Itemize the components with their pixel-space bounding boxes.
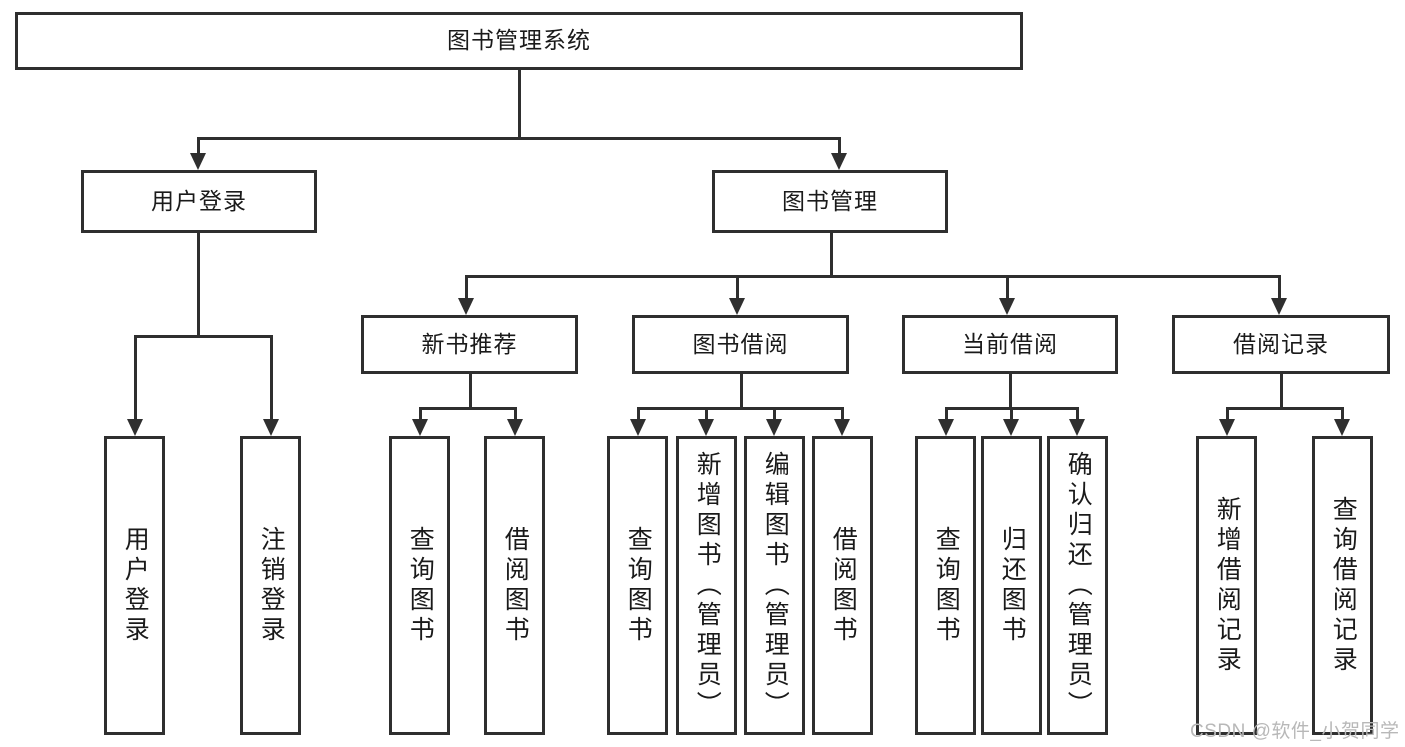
conn-tsjy-leaf0-arrowhead [630, 419, 646, 436]
node-label: 归还图书 [998, 525, 1027, 646]
node-leaf-7[interactable]: 借阅图书 [812, 436, 873, 735]
conn-jyjl-stem [1280, 374, 1283, 407]
node-leaf-6[interactable]: 编辑图书（管理员） [744, 436, 805, 735]
node-leaf-8[interactable]: 查询图书 [915, 436, 976, 735]
conn-nsg-leaf0-arrowhead [412, 419, 428, 436]
node-label: 用户登录 [151, 187, 247, 214]
conn-mgmt-child2-arrowhead [999, 298, 1015, 315]
node-leaf-4[interactable]: 查询图书 [607, 436, 668, 735]
node-label: 借阅图书 [501, 525, 530, 646]
node-level3-2[interactable]: 当前借阅 [902, 315, 1118, 374]
node-root-system[interactable]: 图书管理系统 [15, 12, 1023, 70]
conn-dqjy-stem [1009, 374, 1012, 407]
conn-tsjy-leaf3-arrowhead [834, 419, 850, 436]
node-label: 新增借阅记录 [1213, 495, 1242, 676]
conn-mgmt-stem [830, 233, 833, 275]
node-level3-0[interactable]: 新书推荐 [361, 315, 578, 374]
conn-mgmt-child0-arrowhead [458, 298, 474, 315]
conn-login-leaf1-arrowhead [263, 419, 279, 436]
conn-root-to-login-arrowhead [190, 153, 206, 170]
conn-jyjl-leaf1-stem [1341, 407, 1344, 419]
node-leaf-3[interactable]: 借阅图书 [484, 436, 545, 735]
conn-root-to-login-stem [197, 137, 200, 153]
conn-tsjy-bar [637, 407, 843, 410]
conn-nsg-stem [469, 374, 472, 407]
conn-tsjy-leaf3-stem [841, 407, 844, 419]
conn-dqjy-leaf1-arrowhead [1003, 419, 1019, 436]
conn-tsjy-leaf1-arrowhead [698, 419, 714, 436]
conn-dqjy-leaf0-arrowhead [938, 419, 954, 436]
node-label: 当前借阅 [962, 330, 1058, 357]
conn-nsg-leaf1-stem [514, 407, 517, 419]
conn-mgmt-child3-arrowhead [1271, 298, 1287, 315]
node-leaf-12[interactable]: 查询借阅记录 [1312, 436, 1373, 735]
conn-root-to-mgmt-stem [838, 137, 841, 153]
node-label: 确认归还（管理员） [1064, 450, 1093, 721]
conn-tsjy-leaf0-stem [637, 407, 640, 419]
conn-tsjy-leaf1-stem [705, 407, 708, 419]
node-label: 借阅记录 [1233, 330, 1329, 357]
conn-tsjy-leaf2-stem [773, 407, 776, 419]
node-label: 图书管理系统 [447, 27, 591, 54]
node-leaf-9[interactable]: 归还图书 [981, 436, 1042, 735]
conn-login-bar [134, 335, 271, 338]
node-level2-1[interactable]: 图书管理 [712, 170, 948, 233]
conn-jyjl-bar [1226, 407, 1342, 410]
node-level3-1[interactable]: 图书借阅 [632, 315, 849, 374]
conn-login-stem [197, 233, 200, 335]
conn-jyjl-leaf1-arrowhead [1334, 419, 1350, 436]
node-leaf-11[interactable]: 新增借阅记录 [1196, 436, 1257, 735]
conn-mgmt-bar [465, 275, 1281, 278]
node-label: 查询图书 [624, 525, 653, 646]
conn-nsg-leaf0-stem [419, 407, 422, 419]
conn-mgmt-child3-stem [1278, 275, 1281, 298]
node-label: 用户登录 [121, 525, 150, 646]
conn-jyjl-leaf0-arrowhead [1219, 419, 1235, 436]
node-label: 新书推荐 [421, 330, 518, 357]
node-label: 注销登录 [257, 525, 286, 646]
node-level2-0[interactable]: 用户登录 [81, 170, 317, 233]
node-leaf-1[interactable]: 注销登录 [240, 436, 301, 735]
node-label: 图书管理 [782, 187, 878, 214]
conn-nsg-leaf1-arrowhead [507, 419, 523, 436]
conn-login-leaf1-stem [270, 335, 273, 419]
conn-root-to-mgmt-arrowhead [831, 153, 847, 170]
conn-tsjy-leaf2-arrowhead [766, 419, 782, 436]
conn-dqjy-leaf0-stem [945, 407, 948, 419]
conn-dqjy-leaf2-stem [1076, 407, 1079, 419]
node-label: 编辑图书（管理员） [761, 450, 790, 721]
conn-nsg-bar [419, 407, 515, 410]
conn-mgmt-child0-stem [465, 275, 468, 298]
node-label: 新增图书（管理员） [693, 450, 722, 721]
conn-root-bar [197, 137, 838, 140]
conn-jyjl-leaf0-stem [1226, 407, 1229, 419]
conn-dqjy-leaf2-arrowhead [1069, 419, 1085, 436]
node-label: 图书借阅 [692, 330, 789, 357]
node-level3-3[interactable]: 借阅记录 [1172, 315, 1390, 374]
node-leaf-5[interactable]: 新增图书（管理员） [676, 436, 737, 735]
conn-root-stem [518, 70, 521, 137]
node-leaf-2[interactable]: 查询图书 [389, 436, 450, 735]
conn-tsjy-stem [740, 374, 743, 407]
conn-login-leaf0-arrowhead [127, 419, 143, 436]
node-leaf-10[interactable]: 确认归还（管理员） [1047, 436, 1108, 735]
node-label: 查询图书 [932, 525, 961, 646]
node-label: 查询图书 [406, 525, 435, 646]
conn-login-leaf0-stem [134, 335, 137, 419]
node-label: 借阅图书 [829, 525, 858, 646]
conn-mgmt-child1-arrowhead [729, 298, 745, 315]
conn-mgmt-child2-stem [1006, 275, 1009, 298]
node-label: 查询借阅记录 [1329, 495, 1358, 676]
conn-mgmt-child1-stem [736, 275, 739, 298]
node-leaf-0[interactable]: 用户登录 [104, 436, 165, 735]
conn-dqjy-leaf1-stem [1010, 407, 1013, 419]
